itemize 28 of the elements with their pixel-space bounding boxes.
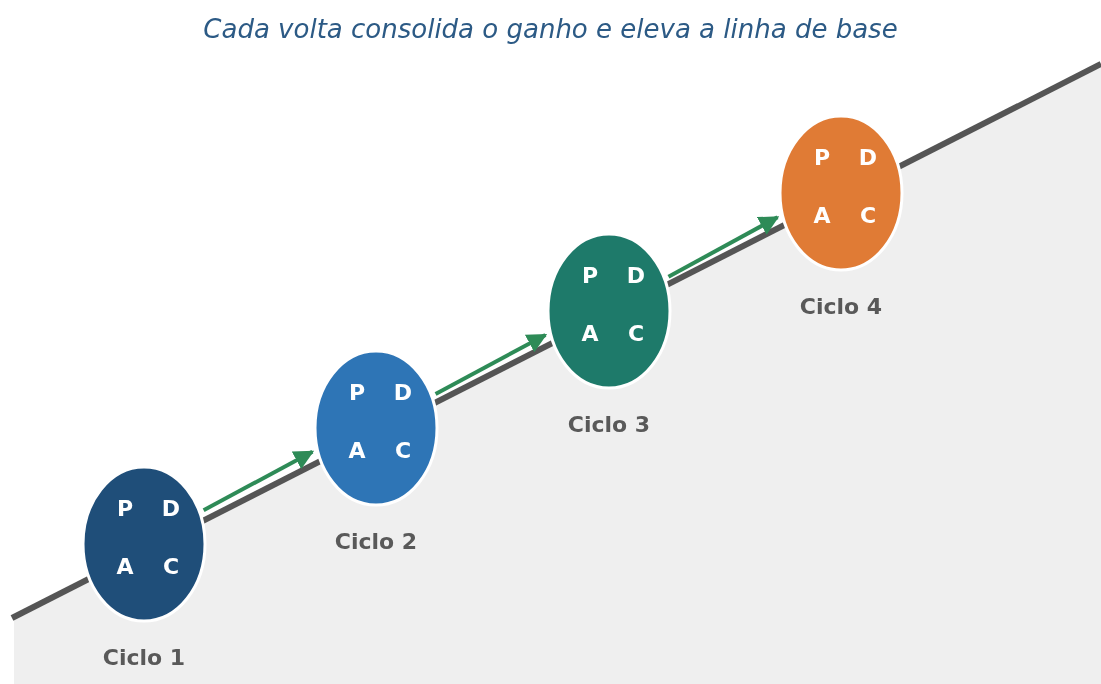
- cycle-label: Ciclo 3: [567, 412, 651, 437]
- pdca-letter: D: [392, 380, 414, 406]
- cycle-ellipse: [547, 233, 671, 389]
- cycle-label: Ciclo 2: [334, 529, 418, 554]
- pdca-letter: P: [347, 380, 367, 406]
- arrow: [667, 215, 780, 279]
- arrow: [202, 450, 315, 512]
- cycle-ellipse: [314, 350, 438, 506]
- pdca-letter: A: [812, 203, 832, 229]
- cycle-label: Ciclo 4: [799, 294, 883, 319]
- pdca-letter: C: [393, 438, 413, 464]
- pdca-letter: P: [580, 263, 600, 289]
- cycle-label: Ciclo 1: [102, 645, 186, 670]
- pdca-letter: A: [580, 321, 600, 347]
- pdca-letter: C: [626, 321, 646, 347]
- pdca-letter: D: [160, 496, 182, 522]
- diagram-title: Cada volta consolida o ganho e eleva a linha de base: [203, 14, 898, 44]
- pdca-letter: C: [858, 203, 878, 229]
- pdca-letter: C: [161, 554, 181, 580]
- pdca-letter: A: [347, 438, 367, 464]
- pdca-letter: P: [812, 145, 832, 171]
- pdca-letter: A: [115, 554, 135, 580]
- cycle-ellipse: [82, 466, 206, 622]
- cycle-ellipse: [779, 115, 903, 271]
- pdca-letter: D: [857, 145, 879, 171]
- arrow: [434, 333, 548, 396]
- pdca-letter: D: [625, 263, 647, 289]
- pdca-letter: P: [115, 496, 135, 522]
